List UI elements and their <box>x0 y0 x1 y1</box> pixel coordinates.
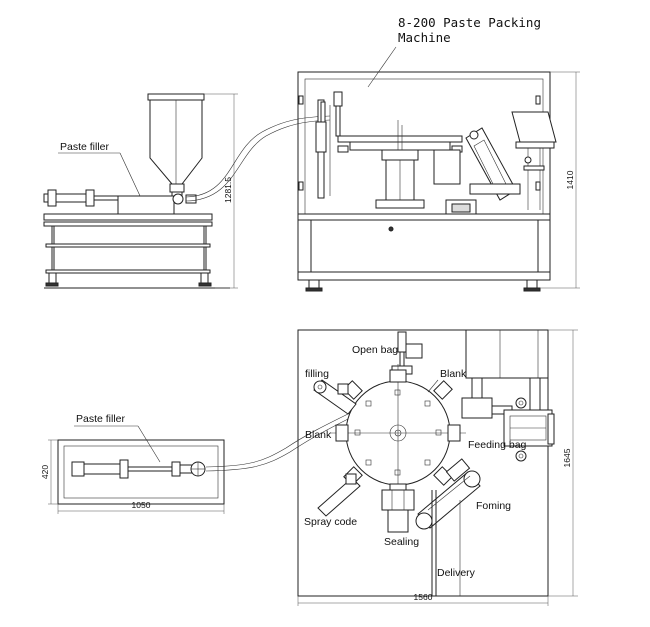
dim-machine-depth: 1645 <box>562 448 572 467</box>
packing-machine-plan <box>297 329 555 597</box>
paste-filler-front: Paste filler <box>43 93 213 287</box>
label-paste-filler-top: Paste filler <box>60 141 110 153</box>
label-spray-code: Spray code <box>304 516 357 528</box>
packing-machine-front <box>297 71 557 292</box>
title-line-2: Machine <box>398 30 451 45</box>
label-open-bag: Open bag <box>352 344 398 356</box>
label-blank-top: Blank <box>440 368 467 380</box>
dim-machine-height: 1410 <box>565 170 575 189</box>
title-line-1: 8-200 Paste Packing <box>398 15 541 30</box>
label-delivery: Delivery <box>437 567 476 579</box>
label-feeding-bag: Feeding bag <box>468 439 527 451</box>
dim-filler-depth: 420 <box>40 465 50 479</box>
paste-filler-plan: Paste filler <box>57 413 225 505</box>
label-sealing: Sealing <box>384 536 419 548</box>
label-filling: filling <box>305 368 329 380</box>
dim-filler-width: 1050 <box>132 500 151 510</box>
label-paste-filler-bottom: Paste filler <box>76 413 126 425</box>
label-foming: Foming <box>476 500 511 512</box>
dim-machine-width: 1560 <box>414 592 433 602</box>
label-blank-left: Blank <box>305 429 332 441</box>
dim-filler-height: 1281.5 <box>223 177 233 203</box>
